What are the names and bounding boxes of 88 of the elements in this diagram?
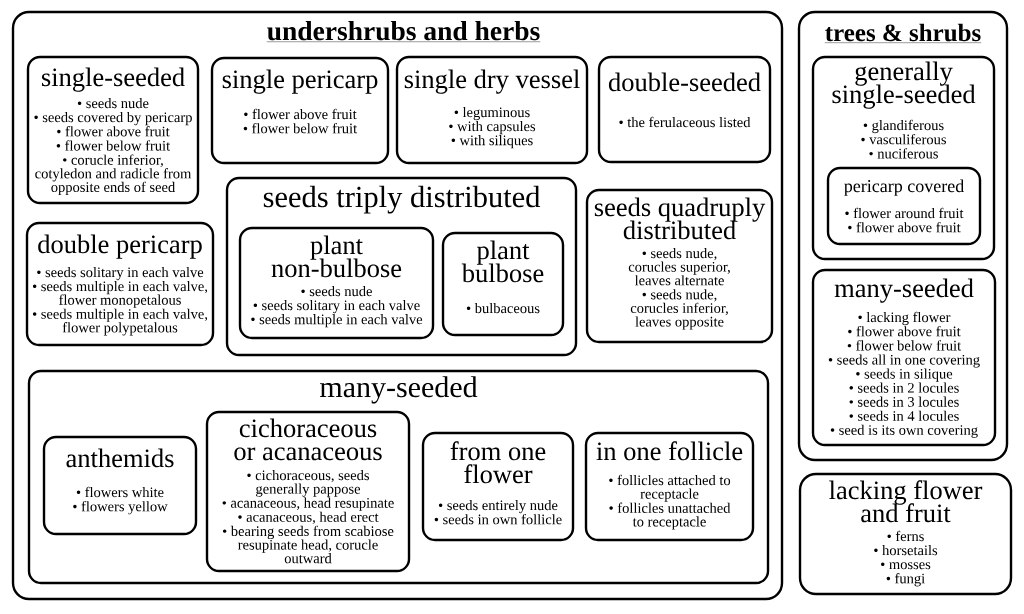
bullet-item: • seeds solitary in each valve xyxy=(37,266,204,281)
category-box xyxy=(238,226,435,340)
bullet-item: • with siliques xyxy=(451,135,533,149)
box-heading: single-seeded xyxy=(42,67,185,92)
bullet-item: • acanaceous, head resupinate xyxy=(222,497,394,511)
bullet-item: • seeds all in one covering xyxy=(828,354,980,368)
bullet-item: • seeds covered by pericarp xyxy=(34,112,192,126)
bullet-item: • ferns xyxy=(887,530,924,542)
bullet-item: • seeds in 2 locules xyxy=(849,382,959,393)
box-heading: in one follicle xyxy=(596,441,743,461)
bullet-item: • horsetails xyxy=(874,545,938,556)
category-box xyxy=(811,55,996,261)
bullet-item: • fungi xyxy=(886,573,925,587)
bullet-item: • flower around fruit xyxy=(845,207,964,219)
panel-title: undershrubs and herbs xyxy=(266,20,541,42)
bullet-item: • seed is its own covering xyxy=(830,424,978,438)
category-box xyxy=(441,231,565,337)
group-panel xyxy=(797,10,1009,462)
panel-title: trees & shrubs xyxy=(824,23,982,43)
box-heading: many-seeded xyxy=(834,278,974,303)
bullet-item: • acanaceous, head erect xyxy=(238,511,379,524)
box-heading: plant bulbose xyxy=(461,240,544,283)
bullet-item: • leguminous xyxy=(454,106,530,121)
category-box xyxy=(584,431,755,542)
bullet-item: • glandiferous xyxy=(863,119,944,134)
bullet-item: • seeds solitary in each valve xyxy=(253,300,420,314)
category-box xyxy=(27,369,770,585)
bullet-item: • seeds nude xyxy=(301,285,372,297)
bullet-item: • follicles attached to receptacle xyxy=(609,474,731,502)
category-box xyxy=(42,435,198,536)
bullet-item: • flowers white xyxy=(76,486,164,498)
bullet-item: • follicles unattached to receptacle xyxy=(609,502,731,530)
bullet-item: • seeds entirely nude xyxy=(438,499,558,514)
box-heading: many-seeded xyxy=(320,376,478,404)
bullet-item: • lacking flower xyxy=(858,311,951,326)
category-box xyxy=(210,56,390,165)
bullet-item: • vasculiferous xyxy=(861,134,946,145)
bullet-item: • bulbaceous xyxy=(466,302,540,314)
category-box xyxy=(811,268,997,447)
bullet-item: • corucle inferior, cotyledon and radicle from opposite ends of seed xyxy=(35,154,192,195)
category-box xyxy=(26,55,200,205)
box-heading: seeds triply distributed xyxy=(263,185,541,214)
category-box xyxy=(585,188,774,344)
bullet-item: • seeds multiple in each valve, flower polypetalous xyxy=(32,308,207,336)
box-heading: anthemids xyxy=(66,448,174,468)
bullet-item: • flower above fruit xyxy=(244,108,357,120)
category-box xyxy=(421,431,575,542)
bullet-item: • seeds multiple in each valve, flower monopetalous xyxy=(32,281,207,308)
category-box xyxy=(395,55,589,165)
bullet-item: • seeds in own follicle xyxy=(434,514,562,525)
box-heading: generally single-seeded xyxy=(832,61,976,109)
box-heading: seeds quadruply distributed xyxy=(594,197,766,240)
category-box xyxy=(597,55,772,164)
bullet-item: • seeds in silique xyxy=(856,368,953,382)
bullet-item: • flowers yellow xyxy=(73,501,168,515)
bullet-item: • flower above fruit xyxy=(848,326,961,337)
box-heading: single dry vessel xyxy=(404,69,580,94)
bullet-item: • with capsules xyxy=(449,121,536,135)
bullet-item: • seeds nude, corucles inferior, leaves opposite xyxy=(630,289,728,330)
box-heading: cichoraceous or acanaceous xyxy=(234,418,382,461)
bullet-item: • flower below fruit xyxy=(847,340,962,351)
category-box xyxy=(826,166,982,246)
box-heading: plant non-bulbose xyxy=(271,235,402,278)
bullet-item: • the ferulaceous listed xyxy=(619,116,751,128)
bullet-item: • flower above fruit xyxy=(848,222,961,233)
bullet-item: • mosses xyxy=(881,562,931,570)
box-heading: single pericarp xyxy=(222,69,378,94)
bullet-item: • seeds in 3 locules xyxy=(849,396,959,407)
box-heading: double-seeded xyxy=(608,72,761,92)
bullet-item: • nuciferous xyxy=(869,148,938,159)
box-heading: pericarp covered xyxy=(844,179,964,196)
bullet-item: • seeds nude xyxy=(77,97,149,109)
category-box xyxy=(225,176,578,357)
bullet-item: • seeds nude, corucles superior, leaves alternate xyxy=(628,247,730,286)
box-heading: lacking flower and fruit xyxy=(829,480,983,523)
category-box xyxy=(798,472,1013,596)
bullet-item: • seeds multiple in each valve xyxy=(251,314,423,328)
box-heading: double pericarp xyxy=(38,234,202,259)
category-box xyxy=(25,221,215,347)
bullet-item: • cichoraceous, seeds generally pappose xyxy=(247,469,369,497)
category-box xyxy=(205,410,411,573)
bullet-item: • flower below fruit xyxy=(56,140,171,151)
box-heading: from one flower xyxy=(450,441,546,484)
bullet-item: • seeds in 4 locules xyxy=(849,410,959,421)
group-panel xyxy=(11,10,784,601)
bullet-item: • flower below fruit xyxy=(243,123,358,134)
bullet-item: • flower above fruit xyxy=(57,126,170,137)
bullet-item: • bearing seeds from scabiose resupinate head, corucle outward xyxy=(222,525,394,564)
